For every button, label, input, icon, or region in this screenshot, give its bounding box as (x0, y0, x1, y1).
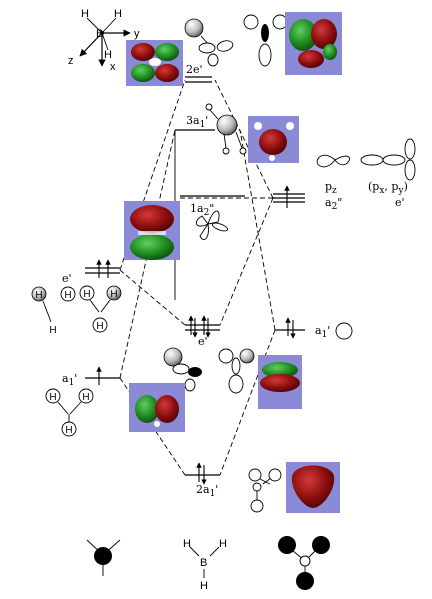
svg-text:H: H (83, 289, 90, 300)
mo-surface-e-bonding (258, 355, 302, 409)
svg-text:H: H (110, 289, 117, 300)
boron-pz-orbital-icon (316, 154, 350, 168)
label-pz: pz (325, 180, 337, 196)
bottom-h2-label: H (219, 538, 227, 550)
svg-text:H: H (65, 425, 72, 436)
boron-py-orbital-icon (404, 138, 416, 181)
axis-y-label: y (134, 28, 140, 40)
bottom-h3-schematic-icon (278, 536, 330, 590)
svg-text:H: H (35, 290, 42, 301)
boron-s-orbital-icon (335, 322, 353, 340)
label-1a2: 1a2" (190, 202, 214, 218)
lcao-1a2-sketch-icon (195, 210, 229, 240)
label-e-prime-h: e' (62, 272, 72, 285)
bottom-b-label: B (200, 557, 207, 569)
svg-text:H: H (49, 325, 56, 336)
lcao-3a1-sketch-icon (205, 103, 247, 155)
axes-h3-label: H (104, 49, 112, 61)
label-e-prime-boron: e' (395, 196, 405, 209)
axes-h1-label: H (81, 8, 89, 20)
mo-surface-e-bonding-2 (129, 383, 185, 432)
bottom-h1-label: H (183, 538, 191, 550)
svg-text:H: H (64, 290, 71, 301)
lcao-e-sketch-1-icon (163, 347, 202, 392)
mo-surface-2a1 (286, 462, 340, 513)
lcao-2a1-sketch-icon (248, 468, 282, 513)
lcao-e-sketch-2-icon (218, 348, 255, 394)
level-labels: 2e' 3a1' 1a2" pz a2" (px, py) e' e' e' a… (62, 63, 408, 499)
axes-h2-label: H (114, 8, 122, 20)
boron-px-orbital-icon (360, 154, 406, 166)
lcao-2e-sketch-1-icon (184, 18, 234, 67)
bottom-boron-schematic-icon (86, 539, 121, 576)
label-a2-boron: a2" (325, 196, 342, 212)
label-e-prime-mid: e' (198, 335, 208, 348)
svg-text:H: H (49, 392, 56, 403)
h3-fragment-a1-icon: H H H (45, 388, 94, 437)
label-a1-h: a1' (62, 372, 77, 388)
axis-x-label: x (110, 61, 116, 73)
mo-surface-3a1 (248, 116, 299, 163)
label-2e: 2e' (186, 63, 203, 76)
label-pxpy: (px, py) (368, 180, 408, 196)
bottom-h3-label: H (200, 580, 208, 592)
svg-text:H: H (96, 321, 103, 332)
label-a1-boron: a1' (315, 324, 330, 340)
bottom-bh3-structure: H H B H (183, 538, 227, 592)
mo-surface-2e-left (126, 40, 183, 86)
label-3a1: 3a1' (186, 114, 208, 130)
mo-surface-1a2 (124, 201, 180, 260)
svg-text:H: H (82, 392, 89, 403)
label-2a1: 2a1' (196, 483, 218, 499)
electron-arrows (96, 185, 296, 485)
axes-molecule: H H B H y z x (68, 8, 140, 73)
lcao-2e-sketch-2-icon (243, 14, 288, 67)
h3-fragment-e-icon: H H H H H H (31, 285, 122, 336)
axis-z-label: z (68, 55, 74, 67)
axes-b-label: B (96, 28, 103, 40)
mo-surface-2e-right (285, 12, 342, 75)
